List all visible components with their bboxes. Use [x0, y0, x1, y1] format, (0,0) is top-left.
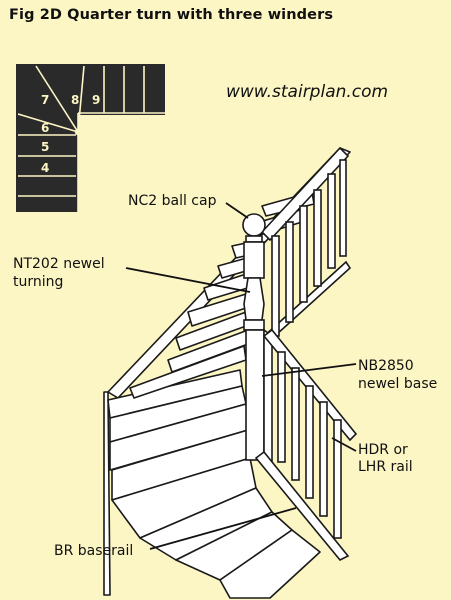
plan-step-7: 7 — [41, 93, 49, 107]
label-newel-turning-2: turning — [13, 274, 64, 290]
label-ball-cap: NC2 ball cap — [128, 193, 217, 209]
leader-rail — [331, 437, 357, 452]
leader-baserail — [149, 507, 297, 550]
leader-newel-turning — [125, 267, 251, 293]
plan-step-8: 8 — [71, 93, 79, 107]
newel-post — [242, 213, 273, 466]
label-rail-2: LHR rail — [358, 459, 413, 475]
label-newel-base-2: newel base — [358, 376, 438, 392]
leader-ball-cap — [225, 202, 249, 219]
plan-outline — [16, 64, 165, 212]
figure-title: Fig 2D Quarter turn with three winders — [9, 7, 334, 23]
label-newel-turning-1: NT202 newel — [13, 256, 105, 272]
plan-step-5: 5 — [41, 140, 49, 154]
website-url[interactable]: www.stairplan.com — [226, 82, 389, 102]
plan-step-4: 4 — [41, 161, 49, 175]
plan-step-9: 9 — [92, 93, 100, 107]
label-baserail: BR baserail — [54, 543, 134, 559]
label-rail-1: HDR or — [358, 442, 408, 458]
label-newel-base-1: NB2850 — [358, 358, 414, 374]
leader-newel-base — [261, 363, 357, 377]
plan-step-6: 6 — [41, 121, 49, 135]
